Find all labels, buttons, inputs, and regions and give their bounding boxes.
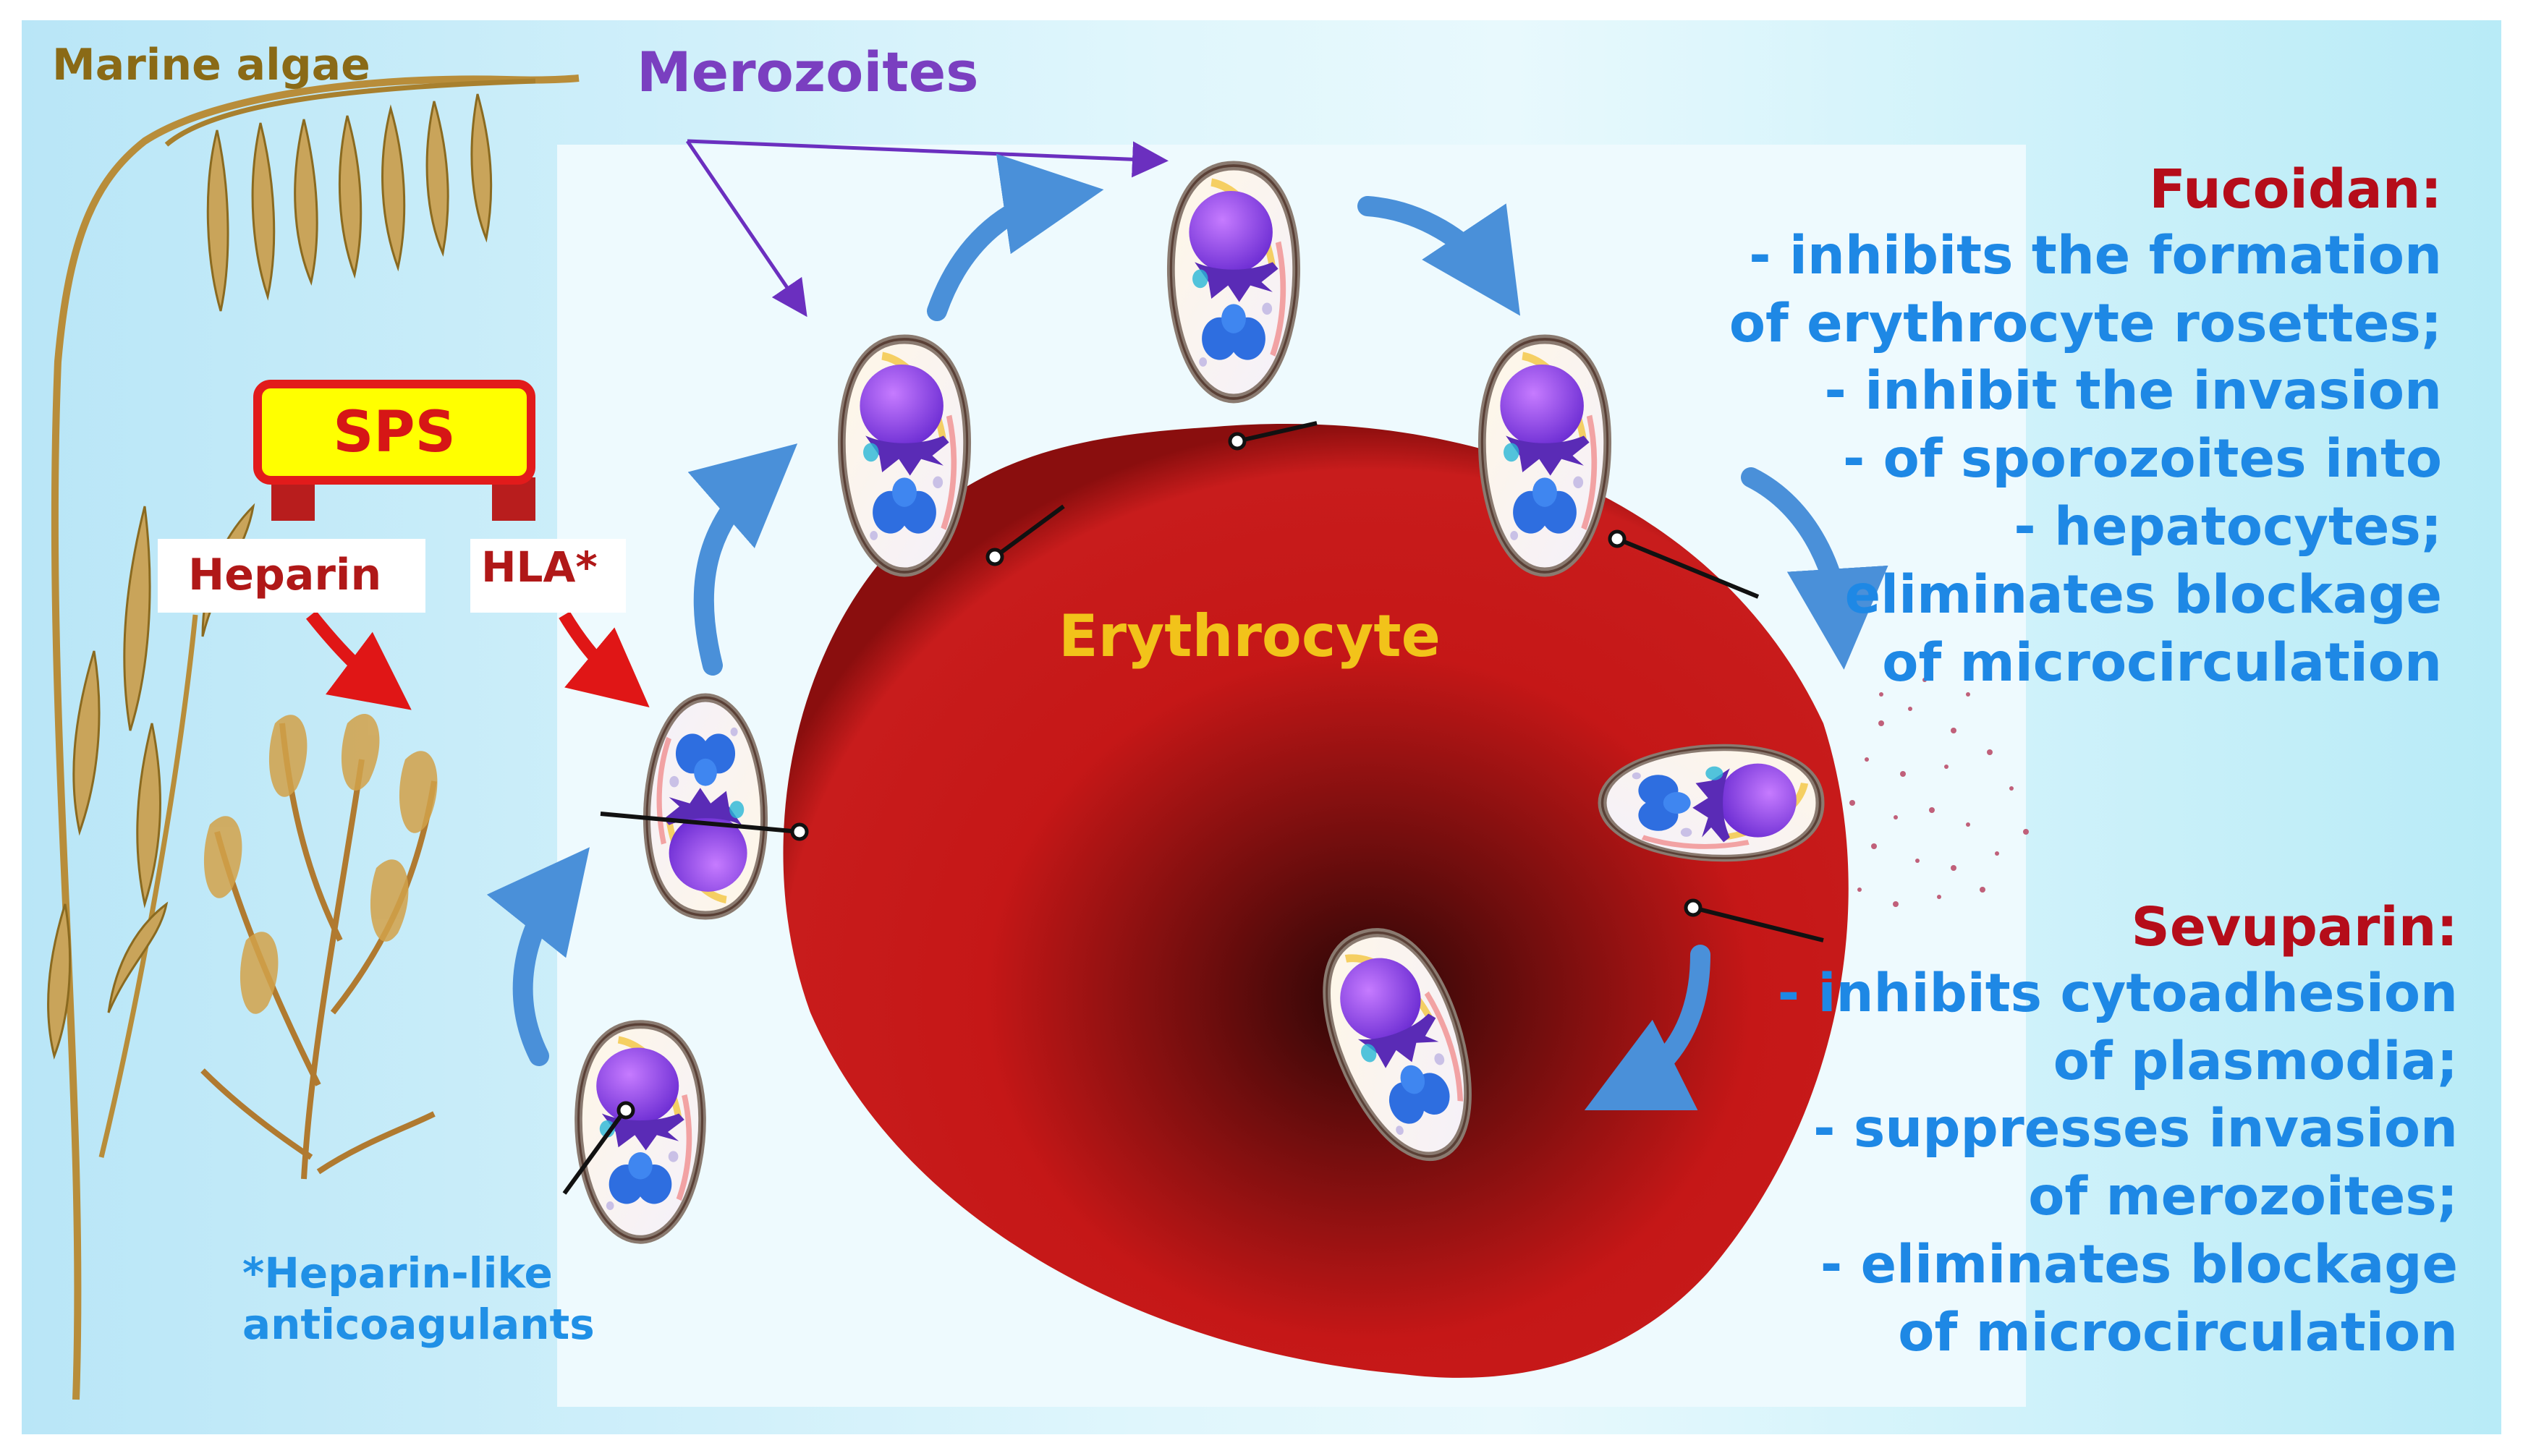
fucoidan-line: of microcirculation: [1882, 631, 2442, 694]
marine-algae-illustration: [47, 74, 580, 1400]
hla-arrow: [559, 611, 650, 708]
fucoidan-panel: Fucoidan: - inhibits the formation of er…: [1729, 158, 2442, 697]
fucoidan-line: - hepatocytes;: [2014, 495, 2442, 558]
heparin-arrow: [305, 610, 412, 710]
heparin-label-box: [158, 539, 425, 613]
erythrocyte-label: Erythrocyte: [1059, 603, 1441, 670]
sevuparin-title: Sevuparin:: [2131, 896, 2458, 958]
sevuparin-line: - eliminates blockage: [1820, 1233, 2458, 1295]
fucoidan-line: of erythrocyte rosettes;: [1729, 292, 2442, 354]
sevuparin-panel: Sevuparin: - inhibits cytoadhesion of pl…: [1778, 895, 2458, 1367]
dispersal-dots: [1849, 678, 2029, 907]
tethers: [562, 421, 1824, 1195]
sps-label: SPS: [333, 399, 456, 465]
fucoidan-line: - of sporozoites into: [1842, 428, 2442, 490]
sevuparin-line: of plasmodia;: [2053, 1030, 2458, 1092]
fucoidan-line: eliminates blockage: [1844, 563, 2442, 626]
merozoite-cell: [1482, 339, 1607, 572]
merozoites-pointer-arrows: [685, 139, 1169, 318]
fucoidan-title: Fucoidan:: [2149, 158, 2442, 221]
erythrocyte-cell: [783, 424, 1849, 1378]
merozoite-cell: [1171, 166, 1296, 399]
merozoite-cell: [578, 1024, 702, 1240]
tether-dots: [616, 432, 1703, 1120]
sevuparin-line: - inhibits cytoadhesion: [1777, 962, 2458, 1024]
merozoite-cell: [841, 339, 967, 572]
hla-label-box: [470, 539, 626, 613]
merozoite-cell: [1603, 747, 1820, 858]
merozoite-cell: [647, 698, 764, 916]
sevuparin-line: - suppresses invasion: [1813, 1098, 2458, 1160]
sps-box: SPS: [253, 380, 535, 485]
merozoites-label: Merozoites: [637, 40, 979, 104]
sevuparin-line: of merozoites;: [2028, 1166, 2458, 1228]
sps-stand: [271, 477, 535, 521]
footnote-line: *Heparin-like: [242, 1248, 553, 1298]
hla-label: HLA*: [481, 542, 598, 592]
footnote: *Heparin-like anticoagulants: [242, 1248, 595, 1350]
sevuparin-line: of microcirculation: [1898, 1301, 2458, 1363]
heparin-label: Heparin: [188, 550, 382, 600]
fucoidan-line: - inhibit the invasion: [1824, 360, 2442, 422]
fucoidan-line: - inhibits the formation: [1749, 224, 2442, 286]
cycle-arrow: [486, 153, 1888, 1111]
footnote-line: anticoagulants: [242, 1299, 595, 1349]
marine-algae-label: Marine algae: [52, 40, 370, 90]
